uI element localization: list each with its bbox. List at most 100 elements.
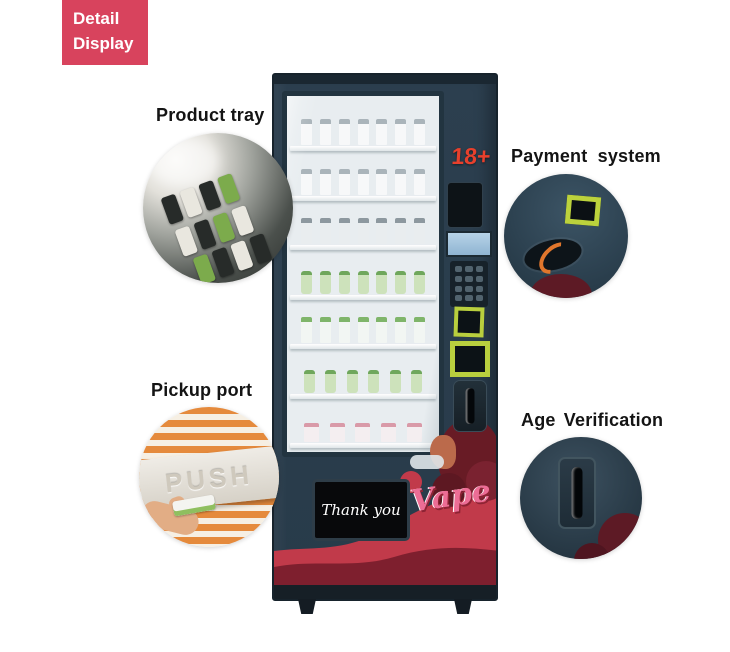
shelf-products <box>290 369 436 393</box>
shelf-row <box>290 349 436 399</box>
tray-item <box>211 246 235 279</box>
product-item <box>414 119 426 146</box>
product-item <box>395 119 407 146</box>
product-item <box>300 317 312 344</box>
control-panel: 18+ <box>446 135 496 455</box>
product-item <box>338 270 350 294</box>
product-item <box>357 119 369 146</box>
keypad-button <box>465 285 473 292</box>
label-pickup-port: Pickup port <box>151 380 253 400</box>
age-restriction-label: 18+ <box>450 143 492 169</box>
keypad-button <box>455 275 463 282</box>
product-item <box>325 369 337 393</box>
product-item <box>414 218 426 245</box>
id-scanner-slot <box>571 467 583 519</box>
product-item <box>300 168 312 195</box>
thank-you-text: Thank you <box>321 501 401 519</box>
selection-screen <box>446 231 492 257</box>
push-label: PUSH <box>163 458 255 499</box>
qr-scanner-closeup <box>564 194 602 227</box>
vapor-cloud <box>410 455 444 469</box>
tray-item <box>179 186 203 219</box>
woman-hair-curl <box>466 461 496 501</box>
product-item <box>376 218 388 245</box>
shelf-products <box>290 422 436 442</box>
qr-scanner-icon <box>453 306 485 338</box>
id-scanner-device <box>558 457 596 529</box>
vending-machine: Vape Thank you 18+ <box>272 73 498 615</box>
keypad-button <box>465 275 473 282</box>
keypad-button <box>455 295 463 302</box>
shelf-row <box>290 151 436 201</box>
shelf-products <box>290 119 436 146</box>
product-item <box>395 317 407 344</box>
keypad-button <box>455 266 463 272</box>
product-item <box>368 369 380 393</box>
woman-artwork <box>410 419 496 529</box>
label-age-verification: Age Verification <box>521 410 664 430</box>
product-item <box>357 168 369 195</box>
pickup-port-photo: PUSH <box>139 407 279 547</box>
machine-glass-door <box>282 91 444 457</box>
product-item <box>414 168 426 195</box>
product-item <box>381 422 397 442</box>
machine-body: Vape Thank you 18+ <box>272 73 498 601</box>
product-item <box>414 317 426 344</box>
product-item <box>338 168 350 195</box>
product-item <box>376 168 388 195</box>
product-item <box>346 369 358 393</box>
shelf-products <box>290 168 436 195</box>
product-item <box>303 369 315 393</box>
product-item <box>407 422 423 442</box>
shelf-row <box>290 201 436 251</box>
detail-display-badge: Detail Display <box>62 0 148 66</box>
product-item <box>357 218 369 245</box>
thank-you-screen: Thank you <box>312 479 410 541</box>
woman-hair-curl <box>432 473 466 507</box>
keypad-button <box>455 285 463 292</box>
tray-item <box>212 211 236 244</box>
product-item <box>395 168 407 195</box>
keypad-button <box>465 295 473 302</box>
product-item <box>338 119 350 146</box>
keypad-button <box>475 266 483 272</box>
product-item <box>389 369 401 393</box>
product-item <box>319 270 331 294</box>
product-item <box>319 168 331 195</box>
product-item <box>319 119 331 146</box>
product-item <box>329 422 345 442</box>
keypad-button <box>475 295 483 302</box>
product-item <box>300 218 312 245</box>
tray-item <box>193 218 217 251</box>
product-tray-photo <box>143 133 293 283</box>
product-item <box>303 422 319 442</box>
payment-system-photo <box>504 174 628 298</box>
product-item <box>300 270 312 294</box>
product-item <box>300 119 312 146</box>
product-item <box>414 270 426 294</box>
shelf-row <box>290 399 436 448</box>
machine-foot <box>454 599 472 614</box>
shelf-row <box>290 250 436 300</box>
shelf-products <box>290 317 436 344</box>
bill-acceptor <box>454 381 486 431</box>
qr-scanner-window <box>450 341 490 377</box>
product-item <box>376 270 388 294</box>
product-item <box>411 369 423 393</box>
product-item <box>319 218 331 245</box>
product-item <box>319 317 331 344</box>
machine-top-trim <box>274 75 496 84</box>
label-payment-system: Payment system <box>511 146 661 166</box>
shelf-bar <box>290 442 436 448</box>
keypad-button <box>475 285 483 292</box>
product-shelves <box>290 102 436 448</box>
product-item <box>357 317 369 344</box>
product-item <box>357 270 369 294</box>
keypad <box>450 261 488 307</box>
product-item <box>376 317 388 344</box>
age-verification-photo <box>520 437 642 559</box>
product-item <box>355 422 371 442</box>
artwork-hair-detail <box>574 543 610 559</box>
keypad-button <box>465 266 473 272</box>
